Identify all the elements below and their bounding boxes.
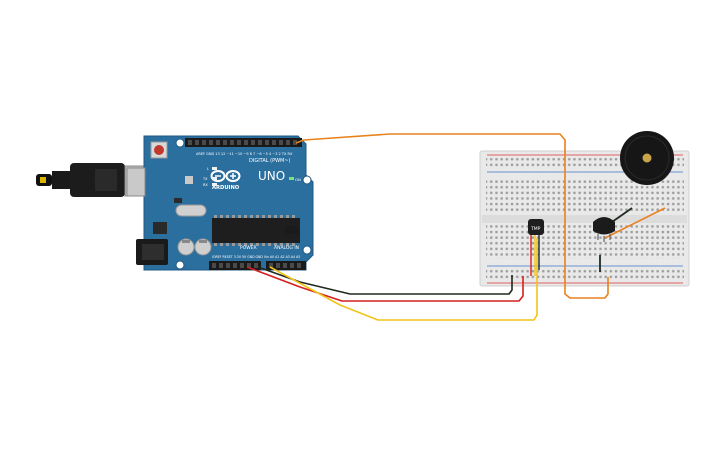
wires bbox=[246, 133, 666, 321]
wire-analog[interactable] bbox=[269, 238, 538, 321]
piezo-buzzer-icon[interactable] bbox=[620, 131, 674, 185]
arduino-logo-text: ARDUINO bbox=[212, 185, 240, 191]
power-header-label: POWER bbox=[240, 245, 257, 251]
digital-pins-label: DIGITAL (PWM~) bbox=[249, 158, 291, 164]
wire-power[interactable] bbox=[246, 266, 524, 302]
svg-text:AREF GND 13 12 ~11 ~10 ~9 8 7: AREF GND 13 12 ~11 ~10 ~9 8 7 ~6 ~5 4 ~3… bbox=[196, 152, 293, 156]
wire-signal[interactable] bbox=[295, 133, 609, 299]
led-on-label: ON bbox=[295, 177, 301, 182]
board-model-label: UNO bbox=[258, 169, 285, 183]
arduino-uno-board[interactable]: AREF GND 13 12 ~11 ~10 ~9 8 7 ~6 ~5 4 ~3… bbox=[126, 135, 314, 271]
led-tx-label: TX bbox=[202, 177, 208, 181]
reset-button-icon[interactable] bbox=[150, 141, 168, 159]
wire-buzzer-link[interactable] bbox=[604, 207, 666, 239]
transistor-icon[interactable] bbox=[593, 217, 615, 242]
breadboard bbox=[479, 150, 690, 287]
arduino-logo-icon bbox=[210, 170, 241, 182]
tmp-sensor-label: TMP bbox=[530, 226, 541, 232]
led-rx-label: RX bbox=[203, 183, 208, 187]
analog-header-label: ANALOG IN bbox=[274, 245, 299, 251]
svg-text:IOREF RESET 3.3V 5V GND GND Vi: IOREF RESET 3.3V 5V GND GND Vin A0 A1 A2… bbox=[212, 255, 300, 259]
tmp-sensor-icon[interactable]: TMP bbox=[528, 219, 544, 235]
led-l-label: L bbox=[207, 167, 209, 171]
